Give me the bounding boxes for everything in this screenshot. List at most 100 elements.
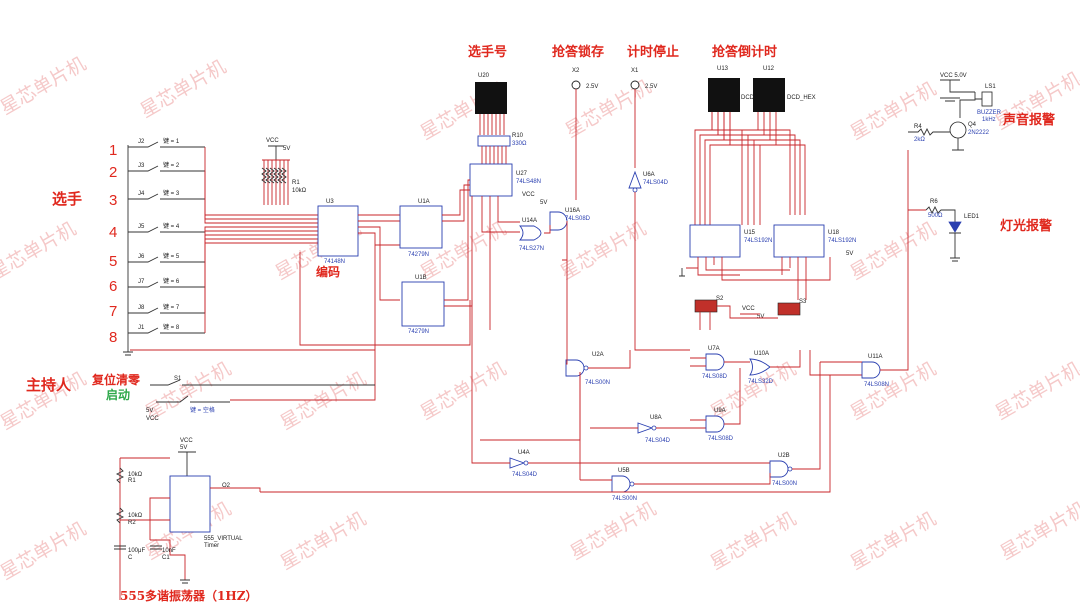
svg-text:74LS04D: 74LS04D (643, 180, 669, 186)
svg-text:J1: J1 (138, 325, 145, 331)
player-number: 2 (109, 164, 117, 181)
player-number: 5 (109, 253, 117, 270)
switch[interactable]: J4 键 = 3 (128, 189, 205, 200)
svg-text:U6A: U6A (643, 172, 655, 178)
watermark-text: 星芯单片机 (847, 508, 940, 575)
watermark-text: 星芯单片机 (0, 518, 90, 585)
svg-text:U13: U13 (717, 66, 729, 72)
svg-text:U16A: U16A (565, 208, 580, 214)
switch[interactable]: J2 键 = 1 (128, 137, 205, 148)
svg-text:C: C (128, 555, 133, 561)
svg-text:U20: U20 (478, 73, 490, 79)
watermark-text: 星芯单片机 (847, 78, 940, 145)
svg-text:键 = 5: 键 = 5 (163, 252, 180, 260)
seven-seg-display-u13 (708, 78, 740, 112)
switch[interactable]: J6 键 = 5 (128, 252, 205, 263)
title-players: 选手 (52, 190, 82, 208)
buzzer-icon (981, 91, 993, 107)
svg-text:5V: 5V (846, 251, 853, 257)
svg-text:U1A: U1A (418, 199, 430, 205)
svg-text:10nF: 10nF (162, 548, 176, 554)
switch[interactable]: J5 键 = 4 (128, 222, 205, 233)
title-oscillator: 555多谐振荡器（1HZ） (120, 588, 258, 603)
svg-text:330Ω: 330Ω (512, 141, 527, 147)
svg-text:R10: R10 (512, 133, 524, 139)
svg-text:R2: R2 (128, 520, 136, 526)
svg-text:键 = 4: 键 = 4 (163, 222, 180, 230)
watermark-text: 星芯单片机 (847, 218, 940, 285)
svg-text:U27: U27 (516, 171, 528, 177)
player-display-block: U20 R10 330Ω U27 74LS48N VCC 5V (442, 73, 547, 307)
gate-u4a: U4A 74LS04D (471, 300, 770, 478)
title-timer-stop: 计时停止 (627, 44, 679, 60)
transistor-icon (949, 121, 967, 139)
svg-text:U2A: U2A (592, 352, 604, 358)
player-number: 4 (109, 224, 117, 241)
svg-text:J2: J2 (138, 139, 145, 145)
svg-text:74279N: 74279N (408, 329, 429, 335)
title-player-number: 选手号 (468, 44, 507, 60)
svg-text:2.5V: 2.5V (645, 84, 657, 90)
svg-text:键 = 3: 键 = 3 (163, 189, 180, 197)
svg-text:U11A: U11A (868, 354, 883, 360)
svg-text:555_VIRTUAL: 555_VIRTUAL (204, 536, 243, 542)
svg-text:VCC: VCC (146, 416, 159, 422)
watermark-text: 星芯单片机 (0, 218, 80, 285)
title-encode: 编码 (315, 264, 340, 279)
svg-text:74LS08D: 74LS08D (565, 216, 591, 222)
svg-text:X2: X2 (572, 68, 580, 74)
svg-text:74LS27N: 74LS27N (519, 246, 544, 252)
gate-u7a: U7A 74LS08D (690, 346, 750, 380)
svg-text:1kHz: 1kHz (982, 117, 996, 123)
watermark-text: 星芯单片机 (567, 498, 660, 565)
sound-alarm-block: VCC 5.0V LS1 BUZZER 1kHz Q4 2N2222 R4 2k… (908, 73, 1002, 151)
svg-text:R6: R6 (930, 199, 938, 205)
svg-text:U4A: U4A (518, 450, 530, 456)
host-switch-s1[interactable]: S1 键 = 空格 5V VCC (146, 376, 375, 422)
svg-text:U1B: U1B (415, 275, 427, 281)
svg-text:500Ω: 500Ω (928, 213, 943, 219)
svg-text:U18: U18 (828, 230, 840, 236)
watermark-text: 星芯单片机 (417, 358, 510, 425)
svg-text:VCC: VCC (742, 306, 755, 312)
player-number: 3 (109, 192, 117, 209)
svg-text:5V: 5V (540, 200, 547, 206)
svg-text:74LS00N: 74LS00N (612, 496, 637, 502)
svg-text:U9A: U9A (714, 408, 726, 414)
svg-text:VCC: VCC (522, 192, 535, 198)
svg-text:U5B: U5B (618, 468, 630, 474)
counter-u18: U18 74LS192N 5V (773, 224, 856, 258)
switch[interactable]: J8 键 = 7 (128, 303, 205, 314)
resistor-bank-r1: VCC 5V R1 10kΩ (261, 138, 307, 205)
svg-text:10kΩ: 10kΩ (128, 472, 143, 478)
gate-u11a: U11A 74LS08N (820, 150, 926, 388)
gate-u2b: U2B 74LS00N (769, 362, 821, 487)
led-icon (948, 221, 962, 233)
dip-switch-s3[interactable]: S3 (777, 299, 807, 316)
gate-u10a: U10A 74LS32D (748, 350, 862, 385)
svg-text:74LS08D: 74LS08D (708, 436, 734, 442)
svg-text:74LS08D: 74LS08D (702, 374, 728, 380)
svg-text:74148N: 74148N (324, 259, 345, 265)
player-switch-bank: 1 2 3 4 5 6 7 8 J2 键 = 1 J3 键 = 2 J4 键 =… (109, 137, 205, 356)
watermark-text: 星芯单片机 (137, 56, 230, 123)
svg-text:74LS48N: 74LS48N (516, 179, 541, 185)
svg-text:J4: J4 (138, 191, 145, 197)
counter-u15: U15 74LS192N (689, 224, 772, 258)
watermark-text: 星芯单片机 (277, 368, 370, 435)
watermark-text: 星芯单片机 (277, 508, 370, 575)
switch[interactable]: J1 键 = 8 (128, 323, 205, 334)
title-answer-lock: 抢答锁存 (552, 44, 604, 60)
switch[interactable]: J3 键 = 2 (128, 161, 205, 172)
svg-text:J3: J3 (138, 163, 145, 169)
svg-text:R1: R1 (128, 478, 136, 484)
switch[interactable]: J7 键 = 6 (128, 277, 205, 288)
svg-text:U15: U15 (744, 230, 756, 236)
dip-switch-s2[interactable]: S2 (694, 296, 724, 313)
svg-text:74LS192N: 74LS192N (744, 238, 772, 244)
svg-text:C1: C1 (162, 555, 170, 561)
title-start: 启动 (106, 387, 130, 402)
svg-text:74LS08N: 74LS08N (864, 382, 889, 388)
watermark-text: 星芯单片机 (557, 218, 650, 285)
